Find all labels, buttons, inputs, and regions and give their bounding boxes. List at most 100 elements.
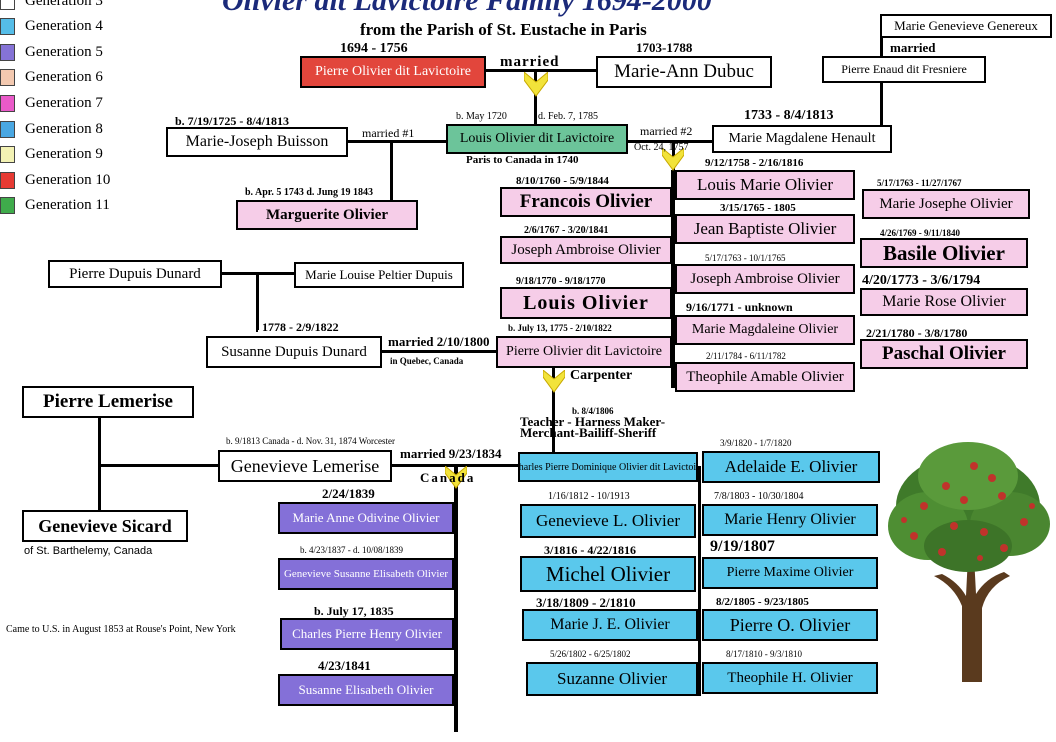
legend-label: Generation 6 <box>25 69 103 86</box>
person-name: Marie Magdaleine Olivier <box>691 322 839 337</box>
occupation-label: Teacher - Harness Maker- Merchant-Bailif… <box>520 415 720 439</box>
date-label: 2/24/1839 <box>322 486 375 501</box>
person-name: Jean Baptiste Olivier <box>693 219 837 238</box>
person-box: Marie Josephe Olivier <box>862 189 1030 219</box>
legend-label: Generation 10 <box>25 171 111 188</box>
person-name: Marie J. E. Olivier <box>550 616 670 633</box>
person-box: Susanne Elisabeth Olivier <box>278 674 454 706</box>
person-name: Louis Marie Olivier <box>697 175 833 194</box>
date-label: 9/19/1807 <box>710 538 775 555</box>
legend-swatch <box>0 94 15 112</box>
date-label: Came to U.S. in August 1853 at Rouse's P… <box>6 624 236 635</box>
date-label: d. Feb. 7, 1785 <box>538 111 598 122</box>
legend-swatch <box>0 43 15 61</box>
person-name: Genevieve Lemerise <box>230 455 380 476</box>
person-name: Marguerite Olivier <box>265 206 389 223</box>
date-label: b. 9/1813 Canada - d. Nov. 31, 1874 Worc… <box>226 436 395 446</box>
person-box: Pierre Maxime Olivier <box>702 557 878 589</box>
person-name: Louis Olivier <box>523 291 649 314</box>
legend-item: Generation 8 <box>0 118 126 140</box>
legend-swatch <box>0 0 15 10</box>
person-name: Susanne Elisabeth Olivier <box>298 682 434 697</box>
person-name: Charles Pierre Henry Olivier <box>292 626 442 641</box>
person-box: Joseph Ambroise Olivier <box>675 264 855 294</box>
person-box: Pierre Dupuis Dunard <box>48 260 222 288</box>
date-label: 1703-1788 <box>636 40 693 55</box>
connector <box>346 140 448 143</box>
date-label: in Quebec, Canada <box>390 356 464 366</box>
date-label: 3/18/1809 - 2/1810 <box>536 595 636 610</box>
connector <box>628 140 714 143</box>
person-name: Suzanne Olivier <box>557 669 667 688</box>
person-box: Jean Baptiste Olivier <box>675 214 855 244</box>
legend-item: Generation 6 <box>0 67 126 89</box>
date-label: 3/9/1820 - 1/7/1820 <box>720 438 792 448</box>
person-box: Marie Henry Olivier <box>702 504 878 536</box>
legend-item: Generation 4 <box>0 16 126 38</box>
person-name: Pierre O. Olivier <box>729 614 851 635</box>
date-label: b. May 1720 <box>456 111 507 122</box>
legend-item: Generation 7 <box>0 92 126 114</box>
date-label: Oct. 24, 1757 <box>634 142 689 153</box>
person-name: Pierre Enaud dit Fresniere <box>841 62 967 76</box>
person-box: Susanne Dupuis Dunard <box>206 336 382 368</box>
person-box: Marie-Ann Dubuc <box>596 56 772 88</box>
person-box: Genevieve Sicard <box>22 510 188 542</box>
legend-label: Generation 3 <box>25 0 103 9</box>
date-label: Canada <box>420 470 476 485</box>
person-box: Adelaide E. Olivier <box>702 451 880 483</box>
date-label: 1694 - 1756 <box>340 41 408 56</box>
legend-label: Generation 9 <box>25 146 103 163</box>
person-box: Michel Olivier <box>520 556 696 592</box>
person-name: Genevieve Sicard <box>38 515 172 536</box>
date-label: 2/6/1767 - 3/20/1841 <box>524 225 609 236</box>
date-label: b. 8/4/1806 <box>572 406 614 416</box>
legend-label: Generation 11 <box>25 197 110 214</box>
person-name: Adelaide E. Olivier <box>724 457 858 476</box>
legend-label: Generation 7 <box>25 94 103 111</box>
connector <box>698 466 701 696</box>
person-box: Francois Olivier <box>500 187 672 217</box>
date-label: of St. Barthelemy, Canada <box>24 545 153 557</box>
person-name: Marie-Joseph Buisson <box>185 133 329 150</box>
person-name: Marie Genevieve Genereux <box>894 18 1038 33</box>
person-name: Marie Louise Peltier Dupuis <box>305 267 453 282</box>
connector <box>390 464 522 467</box>
connector <box>380 350 498 353</box>
person-name: Pierre Lemerise <box>43 391 173 412</box>
married-label: married #1 <box>362 126 415 140</box>
date-label: b. Apr. 5 1743 d. Jung 19 1843 <box>245 187 373 198</box>
person-box: Joseph Ambroise Olivier <box>500 236 672 264</box>
connector <box>671 170 675 388</box>
person-name: Pierre Dupuis Dunard <box>69 265 201 282</box>
person-box: Marie Rose Olivier <box>860 288 1028 316</box>
date-label: 9/18/1770 - 9/18/1770 <box>516 276 606 287</box>
legend-item: Generation 9 <box>0 144 126 166</box>
date-label: 8/17/1810 - 9/3/1810 <box>726 649 802 659</box>
person-box: Genevieve L. Olivier <box>520 504 696 538</box>
legend-swatch <box>0 18 15 36</box>
married-label: married 2/10/1800 <box>388 334 490 349</box>
person-box: Louis Marie Olivier <box>675 170 855 200</box>
date-label: 1778 - 2/9/1822 <box>262 320 339 334</box>
legend-label: Generation 4 <box>25 18 103 35</box>
person-box: Paschal Olivier <box>860 339 1028 369</box>
person-name: Louis Olivier dit Lavictoire <box>459 131 615 146</box>
person-name: Marie Magdalene Henault <box>728 131 876 146</box>
connector <box>880 83 883 125</box>
person-box: Marie Genevieve Genereux <box>880 14 1052 38</box>
date-label: 9/12/1758 - 2/16/1816 <box>705 157 804 169</box>
person-box: Pierre O. Olivier <box>702 609 878 641</box>
connector <box>484 69 596 72</box>
person-name: Joseph Ambroise Olivier <box>511 241 661 258</box>
chart-subtitle: from the Parish of St. Eustache in Paris <box>360 20 647 39</box>
person-box: Marie Magdalene Henault <box>712 125 892 153</box>
legend-swatch <box>0 197 15 215</box>
person-box: Marie J. E. Olivier <box>522 609 698 641</box>
legend-item: Generation 10 <box>0 169 126 191</box>
date-label: 2/21/1780 - 3/8/1780 <box>866 326 968 340</box>
person-box: Marguerite Olivier <box>236 200 418 230</box>
legend-item: Generation 5 <box>0 41 126 63</box>
person-box: Charles Pierre Dominique Olivier dit Lav… <box>518 452 698 482</box>
person-box: Genevieve Lemerise <box>218 450 392 482</box>
